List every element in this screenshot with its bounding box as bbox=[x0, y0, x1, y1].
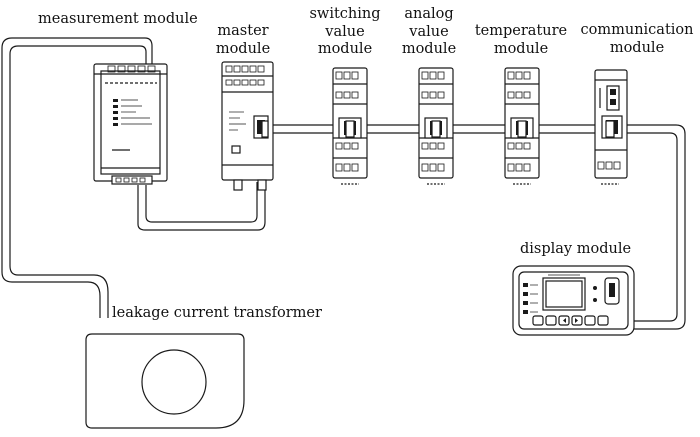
analog-label-line3: module bbox=[401, 41, 457, 57]
switching-label-line3: module bbox=[317, 41, 373, 57]
analog-label-line1: analog bbox=[404, 6, 454, 22]
master-module-icon bbox=[221, 61, 274, 191]
master-module-label: master module bbox=[214, 24, 272, 59]
master-module-label-line2: module bbox=[215, 40, 271, 57]
wire-bus-display-inner bbox=[616, 132, 678, 322]
switching-value-module-label: switching value module bbox=[304, 7, 386, 60]
wire-measurement-master bbox=[137, 182, 266, 231]
leakage-current-transformer-label: leakage current transformer bbox=[112, 305, 322, 321]
master-module-label-line1: master bbox=[217, 23, 269, 39]
switching-label-line1: switching bbox=[309, 6, 381, 22]
measurement-module-icon bbox=[93, 63, 168, 185]
temperature-label-line1: temperature bbox=[474, 23, 568, 39]
analog-value-module-label: analog value module bbox=[394, 7, 464, 60]
measurement-module-label: measurement module bbox=[38, 11, 198, 27]
communication-module-label: communication module bbox=[578, 23, 696, 58]
display-module-icon bbox=[512, 265, 635, 336]
wire-measurement-master-inner bbox=[145, 182, 258, 223]
temperature-label-line2: module bbox=[493, 40, 549, 57]
analog-label-line2: value bbox=[409, 23, 449, 40]
communication-label-line1: communication bbox=[580, 22, 694, 38]
communication-label-line2: module bbox=[609, 39, 665, 56]
switching-label-line2: value bbox=[325, 23, 365, 40]
wire-transformer-measurement-inner bbox=[9, 45, 147, 318]
temperature-module-label: temperature module bbox=[470, 24, 572, 59]
display-module-label: display module bbox=[520, 241, 632, 257]
bus-connectors bbox=[261, 120, 615, 138]
wire-bus-display bbox=[616, 124, 686, 330]
leakage-current-transformer-icon bbox=[85, 333, 245, 429]
wire-transformer-measurement bbox=[1, 37, 153, 318]
